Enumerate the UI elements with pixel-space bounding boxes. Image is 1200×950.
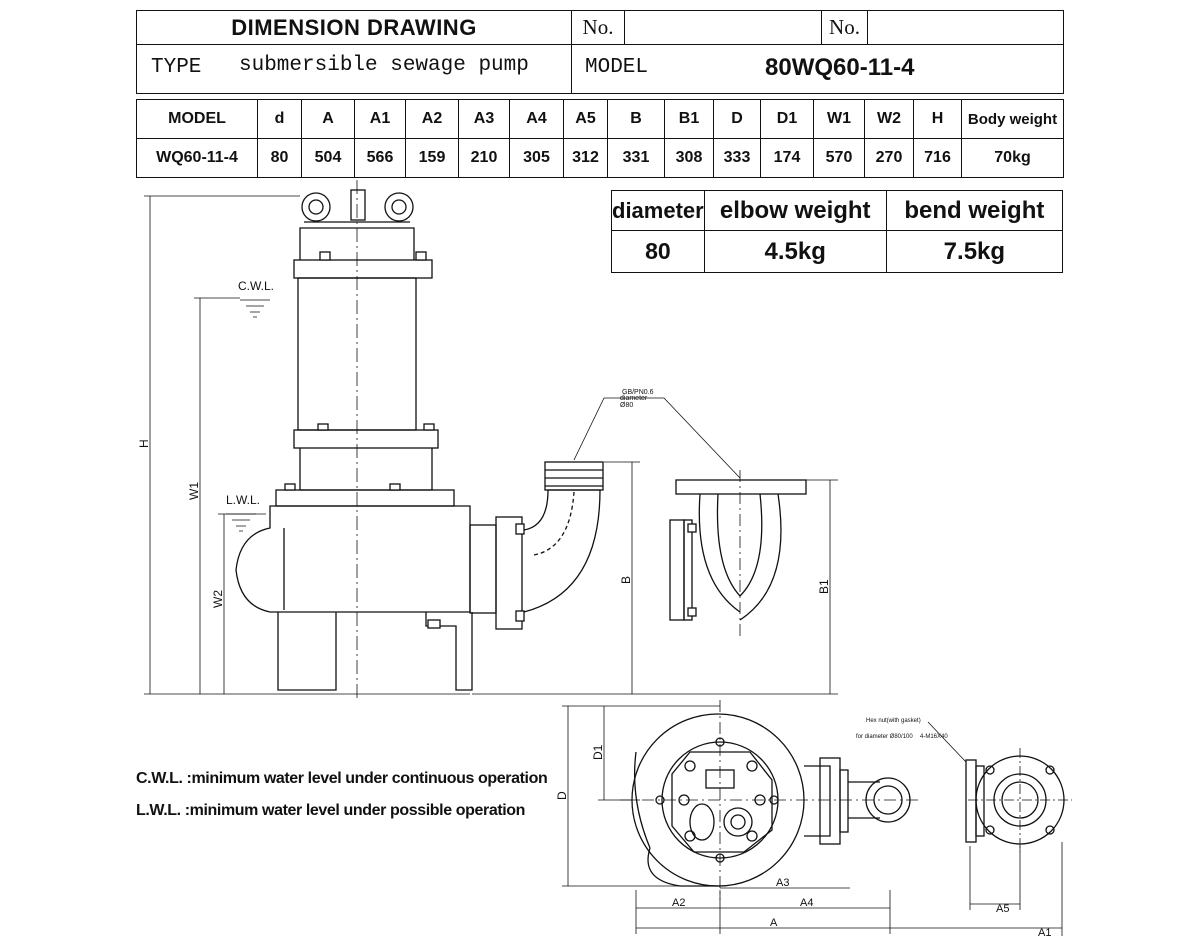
pump-plan-view: [620, 700, 920, 900]
spec-header: D1: [760, 99, 814, 139]
spec-header: H: [913, 99, 962, 139]
spec-header: A: [301, 99, 355, 139]
spec-value: 333: [713, 138, 761, 178]
flange-note-1: GB/PN0.6: [622, 389, 654, 396]
dim-h-label: H: [137, 439, 151, 448]
spec-value: 305: [509, 138, 564, 178]
spec-value: 159: [405, 138, 459, 178]
spec-value: 312: [563, 138, 608, 178]
flange-note-2: diameter: [620, 395, 648, 402]
spec-header: A1: [354, 99, 406, 139]
plan-dimensions: [562, 705, 1063, 936]
pump-side-view: [235, 180, 604, 700]
no-label-1: No.: [582, 15, 614, 39]
spec-header: W2: [864, 99, 914, 139]
weight-value: 80: [611, 230, 705, 273]
hex-note-2: for diameter Ø80/100: [856, 734, 913, 740]
dim-w1-label: W1: [187, 482, 201, 500]
spec-value-row: WQ60-11-4 80 504 566 159 210 305 312 331…: [136, 138, 1064, 178]
weight-value-row: 80 4.5kg 7.5kg: [611, 230, 1064, 273]
dim-a1-label: A1: [1038, 927, 1051, 939]
spec-value: 566: [354, 138, 406, 178]
spec-header: A4: [509, 99, 564, 139]
weight-value: 4.5kg: [703, 230, 887, 273]
hex-note-3: 4-M16X40: [920, 734, 948, 740]
type-row: TYPE submersible sewage pump MODEL 80WQ6…: [137, 44, 1063, 93]
bend-side-view: [573, 397, 807, 640]
lwl-label: L.W.L.: [226, 493, 260, 507]
type-value: submersible sewage pump: [239, 54, 529, 77]
type-label: TYPE: [151, 56, 202, 79]
dim-b-label: B: [619, 576, 633, 584]
weight-table: diameter elbow weight bend weight 80 4.5…: [611, 190, 1064, 273]
spec-value: 716: [913, 138, 962, 178]
spec-value: 270: [864, 138, 914, 178]
spec-header: d: [257, 99, 302, 139]
spec-value: 308: [664, 138, 714, 178]
weight-header-row: diameter elbow weight bend weight: [611, 190, 1064, 231]
spec-header: B: [607, 99, 665, 139]
lwl-note: L.W.L. :minimum water level under possib…: [136, 802, 526, 819]
dim-b1-label: B1: [817, 579, 831, 594]
dim-a4-label: A4: [800, 897, 813, 909]
model-value: 80WQ60-11-4: [765, 54, 915, 81]
flange-note-3: Ø80: [620, 402, 633, 409]
spec-header: A3: [458, 99, 510, 139]
spec-value: 174: [760, 138, 814, 178]
weight-header: bend weight: [885, 190, 1064, 231]
spec-value: 210: [458, 138, 510, 178]
spec-value: 70kg: [961, 138, 1064, 178]
dim-w2-label: W2: [211, 590, 225, 608]
flange-face-view: [927, 721, 1072, 852]
dim-a5-label: A5: [996, 903, 1009, 915]
spec-header-row: MODEL d A A1 A2 A3 A4 A5 B B1 D D1 W1 W2…: [136, 99, 1064, 139]
weight-value: 7.5kg: [885, 230, 1064, 273]
spec-table: MODEL d A A1 A2 A3 A4 A5 B B1 D D1 W1 W2…: [136, 99, 1064, 178]
dim-a3-label: A3: [776, 877, 789, 889]
no-label-2: No.: [829, 15, 860, 39]
title-block: DIMENSION DRAWING No. No. TYPE submersib…: [136, 10, 1064, 94]
dim-d-label: D: [555, 791, 569, 800]
spec-value: 504: [301, 138, 355, 178]
dim-d1-label: D1: [591, 744, 605, 760]
elevation-dimensions: [144, 195, 838, 695]
weight-header: diameter: [611, 190, 705, 231]
title-row: DIMENSION DRAWING No. No.: [137, 11, 1063, 45]
spec-value: 80: [257, 138, 302, 178]
dim-a-label: A: [770, 917, 778, 929]
cwl-note: C.W.L. :minimum water level under contin…: [136, 770, 548, 787]
spec-header: MODEL: [136, 99, 258, 139]
cwl-label: C.W.L.: [238, 279, 274, 293]
spec-value: WQ60-11-4: [136, 138, 258, 178]
model-label: MODEL: [585, 56, 649, 79]
drawing-heading: DIMENSION DRAWING: [231, 14, 477, 40]
spec-header: A2: [405, 99, 459, 139]
hex-note-1: Hex nut(with gasket): [866, 718, 921, 724]
spec-value: 331: [607, 138, 665, 178]
dim-a2-label: A2: [672, 897, 685, 909]
